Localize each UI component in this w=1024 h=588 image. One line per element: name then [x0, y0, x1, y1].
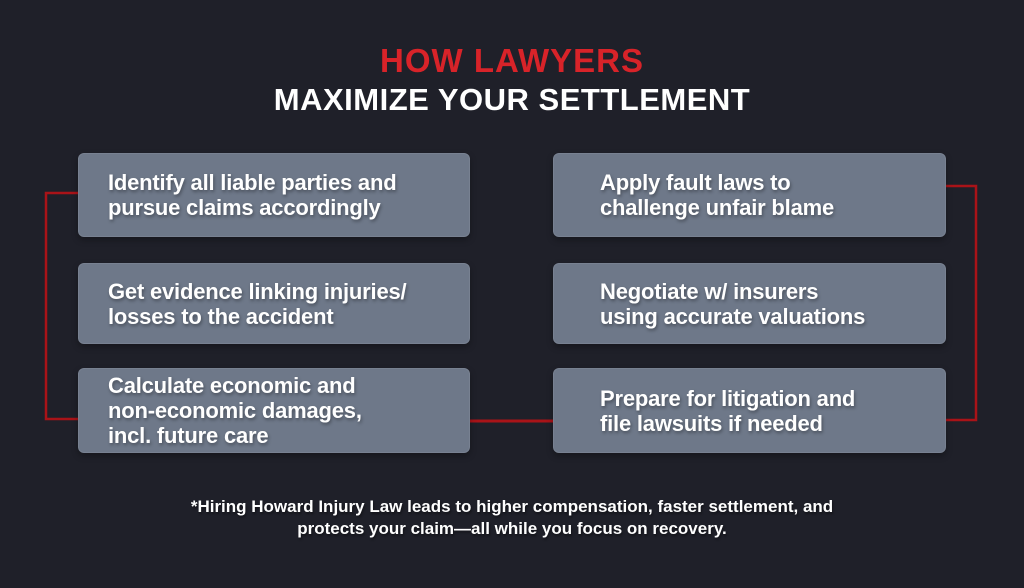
step-text-line: using accurate valuations	[600, 303, 866, 329]
step-text-line: incl. future care	[108, 423, 269, 448]
step-text-line: Get evidence linking injuries/	[108, 278, 407, 304]
step-text-line: Prepare for litigation and	[600, 385, 856, 411]
left-bracket-connector	[44, 191, 78, 421]
step-text-line: Identify all liable parties and	[108, 170, 397, 195]
step-text-line: file lawsuits if needed	[600, 410, 823, 436]
right-bracket-connector	[946, 184, 978, 422]
footer-note-line: protects your claim—all while you focus …	[297, 519, 727, 538]
title-line-white: MAXIMIZE YOUR SETTLEMENT	[273, 82, 751, 117]
step-text-line: Apply fault laws to	[600, 170, 791, 195]
step-box-get-evidence: Get evidence linking injuries/ losses to…	[78, 263, 470, 344]
step-box-negotiate-insurers: Negotiate w/ insurers using accurate val…	[553, 263, 946, 344]
step-box-identify-liable-parties: Identify all liable parties and pursue c…	[78, 153, 470, 237]
step-text-line: Calculate economic and	[108, 373, 356, 398]
title-block: HOW LAWYERS MAXIMIZE YOUR SETTLEMENT	[0, 42, 1024, 118]
step-text-line: Negotiate w/ insurers	[600, 278, 819, 304]
step-text-line: challenge unfair blame	[600, 195, 835, 220]
step-text-line: pursue claims accordingly	[108, 195, 381, 220]
step-box-prepare-litigation: Prepare for litigation and file lawsuits…	[553, 368, 946, 453]
footer-note-line: *Hiring Howard Injury Law leads to highe…	[190, 497, 834, 516]
step-text-line: losses to the accident	[108, 303, 334, 329]
step-text-line: non-economic damages,	[108, 398, 362, 423]
step-box-apply-fault-laws: Apply fault laws to challenge unfair bla…	[553, 153, 946, 237]
step-box-calculate-damages: Calculate economic and non-economic dama…	[78, 368, 470, 453]
footer-note: *Hiring Howard Injury Law leads to highe…	[0, 496, 1024, 540]
title-line-red: HOW LAWYERS	[380, 42, 644, 79]
